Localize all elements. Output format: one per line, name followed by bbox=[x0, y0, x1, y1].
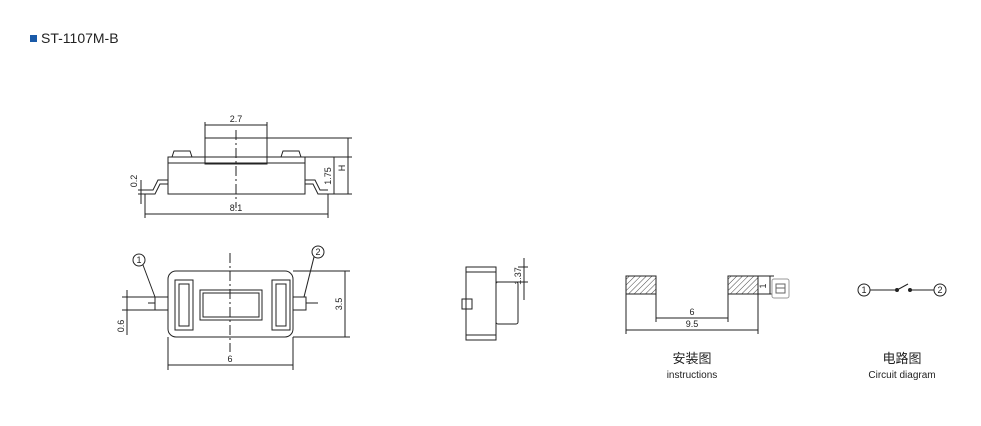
side-view bbox=[461, 258, 528, 341]
title-bullet-icon bbox=[30, 34, 37, 42]
circuit-diagram bbox=[857, 283, 947, 297]
pin1-callout-circle bbox=[132, 253, 146, 267]
top-left-pin bbox=[154, 296, 169, 311]
install-caption-cn: 安装图 bbox=[672, 351, 711, 366]
pin1-leader bbox=[142, 264, 156, 298]
dim-side-stem: 1.37 bbox=[513, 267, 523, 285]
circuit-switch-arm-icon bbox=[896, 283, 909, 291]
pin2-number: 2 bbox=[315, 247, 320, 257]
front-left-lead bbox=[145, 179, 168, 191]
circuit-caption-cn: 电路图 bbox=[882, 351, 921, 366]
dim-lead-thickness: 0.2 bbox=[129, 175, 139, 188]
side-body bbox=[465, 266, 497, 341]
top-left-contact bbox=[174, 279, 194, 331]
dim-overall-length: 8.1 bbox=[230, 203, 243, 213]
pin1-number: 1 bbox=[136, 255, 141, 265]
dim-total-height: H bbox=[337, 165, 347, 172]
dim-install-outer: 9.5 bbox=[686, 319, 699, 329]
dim-top-height: 3.5 bbox=[334, 298, 344, 311]
circuit-pin1-number: 1 bbox=[861, 285, 866, 295]
side-stem bbox=[495, 281, 519, 325]
circuit-caption-en: Circuit diagram bbox=[868, 370, 935, 381]
top-right-contact-inner bbox=[275, 283, 287, 327]
top-button bbox=[199, 289, 263, 321]
pin2-callout-circle bbox=[311, 245, 325, 259]
top-right-contact bbox=[271, 279, 291, 331]
side-pin bbox=[461, 298, 473, 310]
top-right-pin bbox=[292, 296, 307, 311]
top-left-contact-inner bbox=[178, 283, 190, 327]
install-caption-en: instructions bbox=[667, 370, 718, 381]
dim-install-pad: 1 bbox=[758, 283, 768, 288]
dim-stem-width: 2.7 bbox=[230, 114, 243, 124]
install-left-pad bbox=[625, 275, 657, 295]
front-right-hump bbox=[280, 150, 302, 158]
front-left-lead-inner bbox=[145, 183, 168, 195]
install-diagram bbox=[625, 275, 790, 334]
top-button-inner bbox=[202, 292, 260, 318]
top-view bbox=[122, 245, 350, 370]
dim-install-inner: 6 bbox=[689, 307, 694, 317]
circuit-pin2-number: 2 bbox=[937, 285, 942, 295]
model-name: ST-1107M-B bbox=[41, 30, 119, 46]
pin2-leader bbox=[303, 256, 315, 298]
dim-body-height: 1.75 bbox=[323, 167, 333, 185]
install-right-pad bbox=[727, 275, 759, 295]
model-title: ST-1107M-B bbox=[30, 30, 119, 46]
front-left-hump bbox=[171, 150, 193, 158]
front-right-lead bbox=[305, 179, 328, 191]
dim-pin-width: 0.6 bbox=[116, 320, 126, 333]
dim-top-length: 6 bbox=[227, 354, 232, 364]
front-view bbox=[138, 122, 352, 218]
